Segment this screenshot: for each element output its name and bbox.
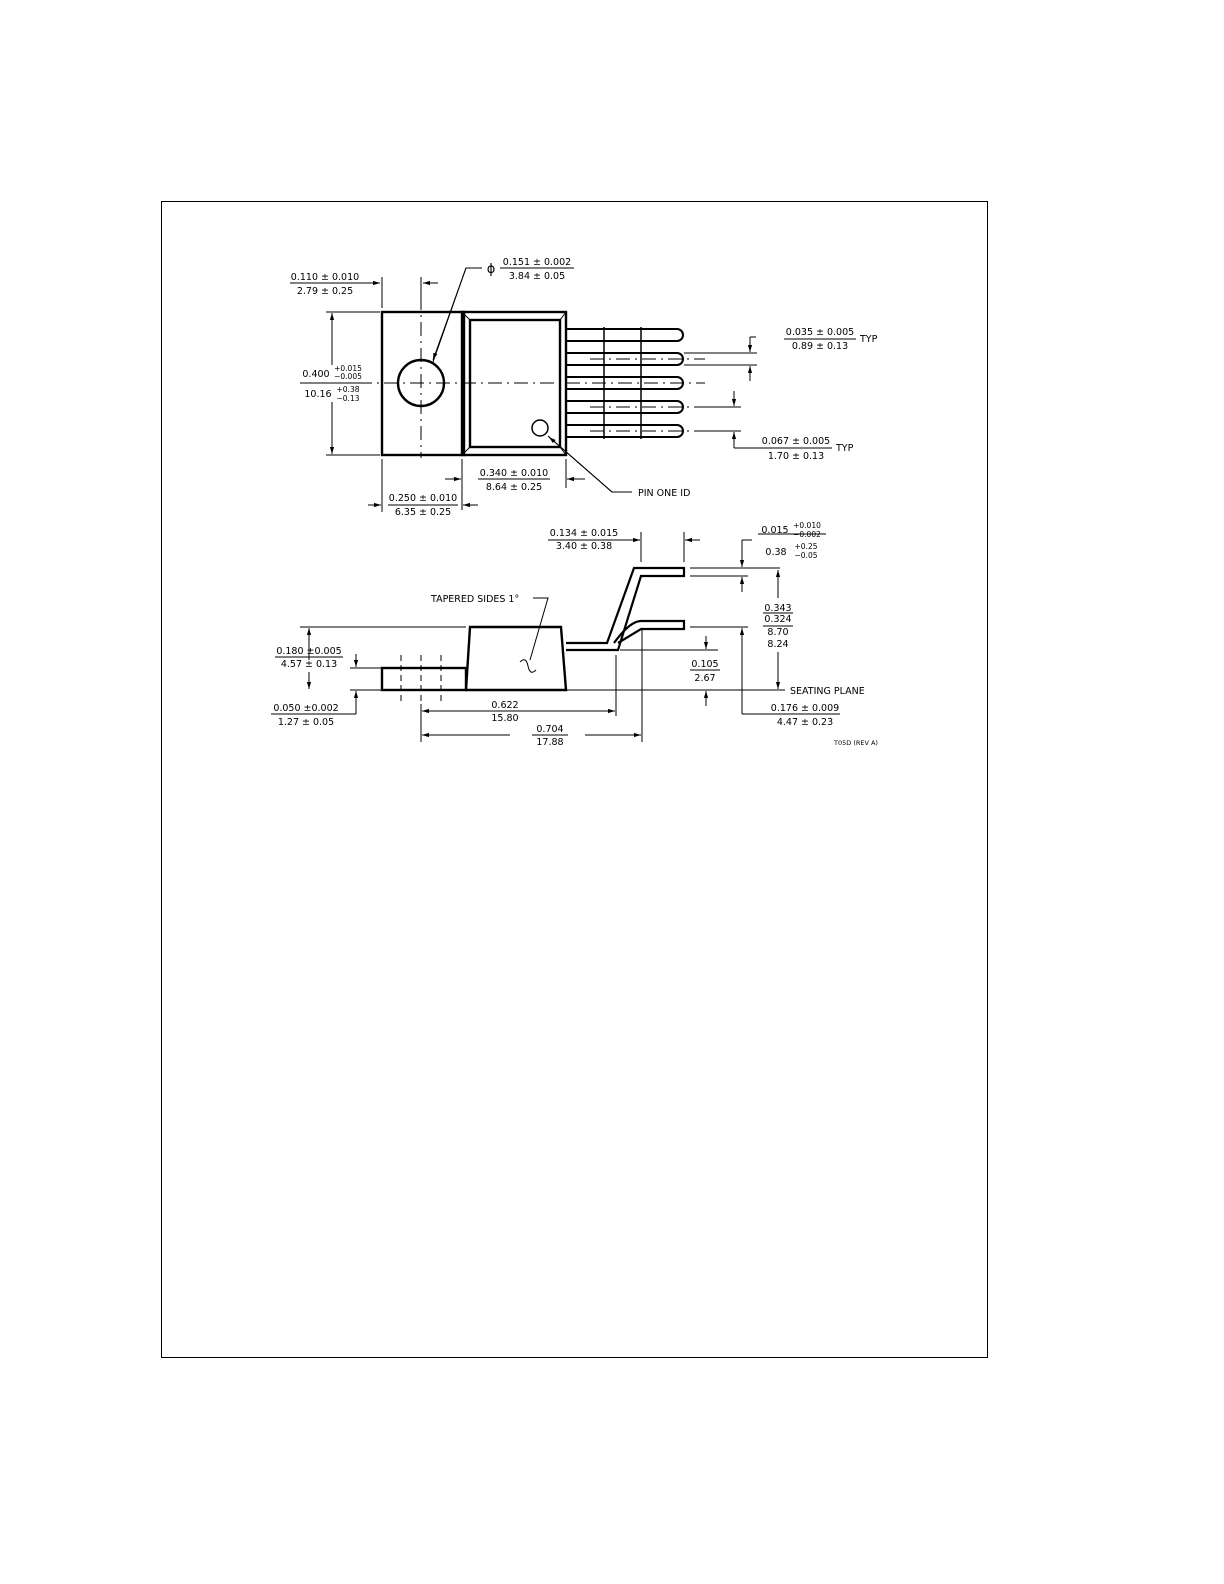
height-in-lower: −0.005 — [334, 372, 362, 381]
lead — [566, 424, 684, 438]
top-view: 0.110 ± 0.010 2.79 ± 0.25 ϕ 0.151 ± 0.00… — [290, 257, 878, 518]
lead — [566, 352, 684, 366]
lead-width-mm: 0.89 ± 0.13 — [792, 341, 848, 352]
seating-plane-label: SEATING PLANE — [790, 686, 865, 697]
lead — [566, 328, 684, 342]
height-in-base: 0.400 — [302, 369, 329, 380]
side-lead — [566, 566, 686, 652]
tab-length-in: 0.250 ± 0.010 — [389, 493, 457, 504]
lead-height-in-min: 0.324 — [764, 614, 791, 625]
lead-pitch-in: 0.067 ± 0.005 — [762, 436, 830, 447]
height-mm-upper: +0.38 — [337, 385, 360, 394]
lead-thickness-in-base: 0.015 — [761, 525, 788, 536]
body-height-mm: 4.57 ± 0.13 — [281, 659, 337, 670]
hole-diameter-symbol: ϕ — [487, 262, 496, 277]
tab-thickness-in: 0.050 ±0.002 — [273, 703, 338, 714]
mount-width-mm: 2.79 ± 0.25 — [297, 286, 353, 297]
side-tab — [380, 666, 468, 692]
drawing-frame — [161, 201, 988, 1358]
seat-height-mm: 4.47 ± 0.23 — [777, 717, 833, 728]
body-height-in: 0.180 ±0.005 — [276, 646, 341, 657]
lead-offset-in: 0.134 ± 0.015 — [550, 528, 618, 539]
body-width-mm: 8.64 ± 0.25 — [486, 482, 542, 493]
lead-offset-mm: 3.40 ± 0.38 — [556, 541, 612, 552]
height-mm-lower: −0.13 — [337, 394, 360, 403]
lead-height-mm-max: 8.70 — [767, 627, 788, 638]
lead-thickness-in-upper: +0.010 — [793, 521, 821, 530]
lead — [566, 400, 684, 414]
height-mm-base: 10.16 — [304, 389, 331, 400]
length-b-in: 0.704 — [536, 724, 563, 735]
lead-pitch-typ: TYP — [835, 443, 854, 454]
tapered-sides-label: TAPERED SIDES 1° — [430, 594, 519, 605]
tab-thickness-mm: 1.27 ± 0.05 — [278, 717, 334, 728]
lead-standoff-mm: 2.67 — [694, 673, 715, 684]
hole-diameter-mm: 3.84 ± 0.05 — [509, 271, 565, 282]
pin-one-id-mark — [531, 419, 549, 437]
lead-thickness-mm-upper: +0.25 — [795, 542, 818, 551]
side-body — [464, 625, 568, 692]
height-in-upper: +0.015 — [334, 364, 362, 373]
lead-thickness-mm-base: 0.38 — [765, 547, 786, 558]
lead-height-in-max: 0.343 — [764, 603, 791, 614]
length-b-mm: 17.88 — [536, 737, 563, 748]
mount-width-in: 0.110 ± 0.010 — [291, 272, 359, 283]
length-a-mm: 15.80 — [491, 713, 518, 724]
lead-width-in: 0.035 ± 0.005 — [786, 327, 854, 338]
lead-standoff-in: 0.105 — [691, 659, 718, 670]
seat-height-in: 0.176 ± 0.009 — [771, 703, 839, 714]
lead-pitch-mm: 1.70 ± 0.13 — [768, 451, 824, 462]
lead-height-mm-min: 8.24 — [767, 639, 788, 650]
side-view: TAPERED SIDES 1° 0.134 ± 0.015 3.40 ± 0.… — [271, 521, 878, 748]
lead-width-typ: TYP — [859, 334, 878, 345]
pin-one-id-label: PIN ONE ID — [638, 488, 690, 499]
lead-thickness-mm-lower: −0.05 — [795, 551, 818, 560]
body-width-in: 0.340 ± 0.010 — [480, 468, 548, 479]
lead-thickness-in-lower: −0.002 — [793, 530, 821, 539]
tab-length-mm: 6.35 ± 0.25 — [395, 507, 451, 518]
drawing-id: T05D (REV A) — [833, 739, 878, 747]
hole-diameter-in: 0.151 ± 0.002 — [503, 257, 571, 268]
length-a-in: 0.622 — [491, 700, 518, 711]
